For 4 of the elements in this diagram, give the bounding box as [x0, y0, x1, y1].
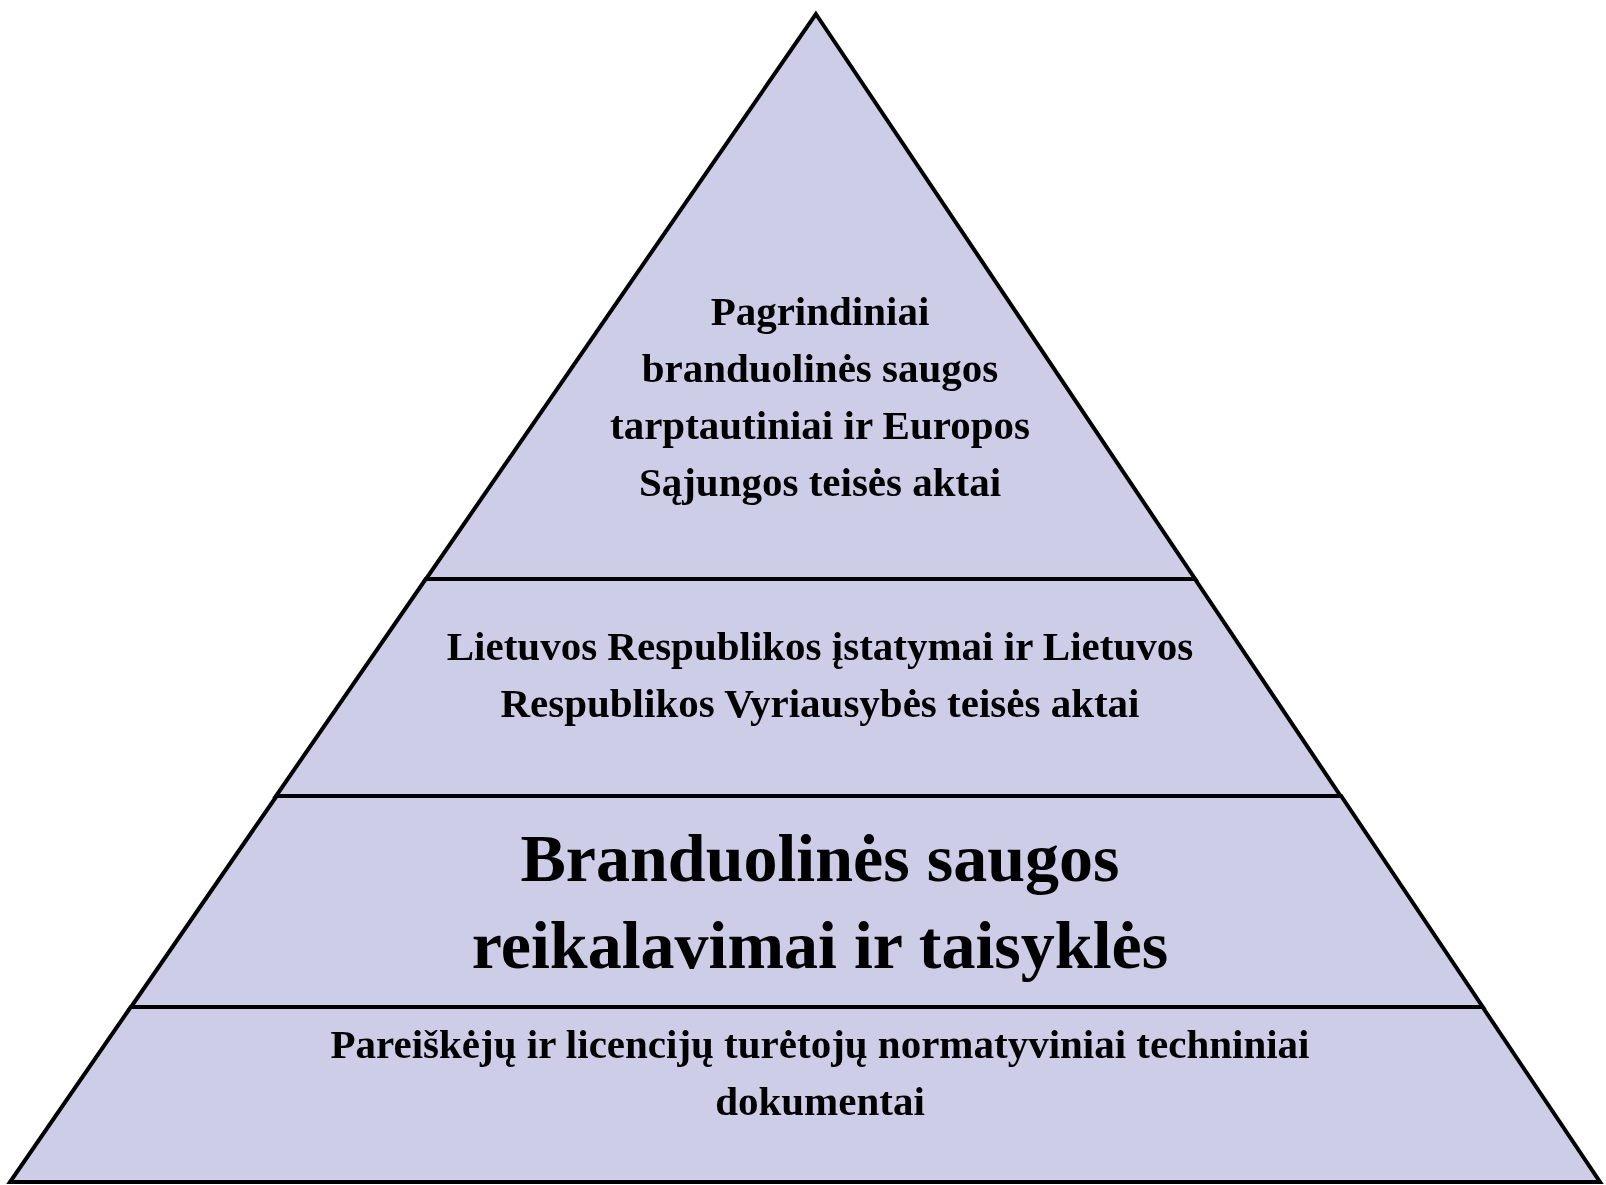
tier-label: Pareiškėjų ir licencijų turėtojų normatyviniai techniniai dokumentai — [329, 1020, 1311, 1126]
tier-label: Pagrindiniai branduolinės saugos tarptautiniai ir Europos Sąjungos teisės aktai — [609, 287, 1031, 507]
tier-label: Lietuvos Respublikos įstatymai ir Lietuvos Respublikos Vyriausybės teisės aktai — [445, 622, 1195, 728]
tier-label: Branduolinės saugos reikalavimai ir taisyklės — [470, 819, 1170, 985]
